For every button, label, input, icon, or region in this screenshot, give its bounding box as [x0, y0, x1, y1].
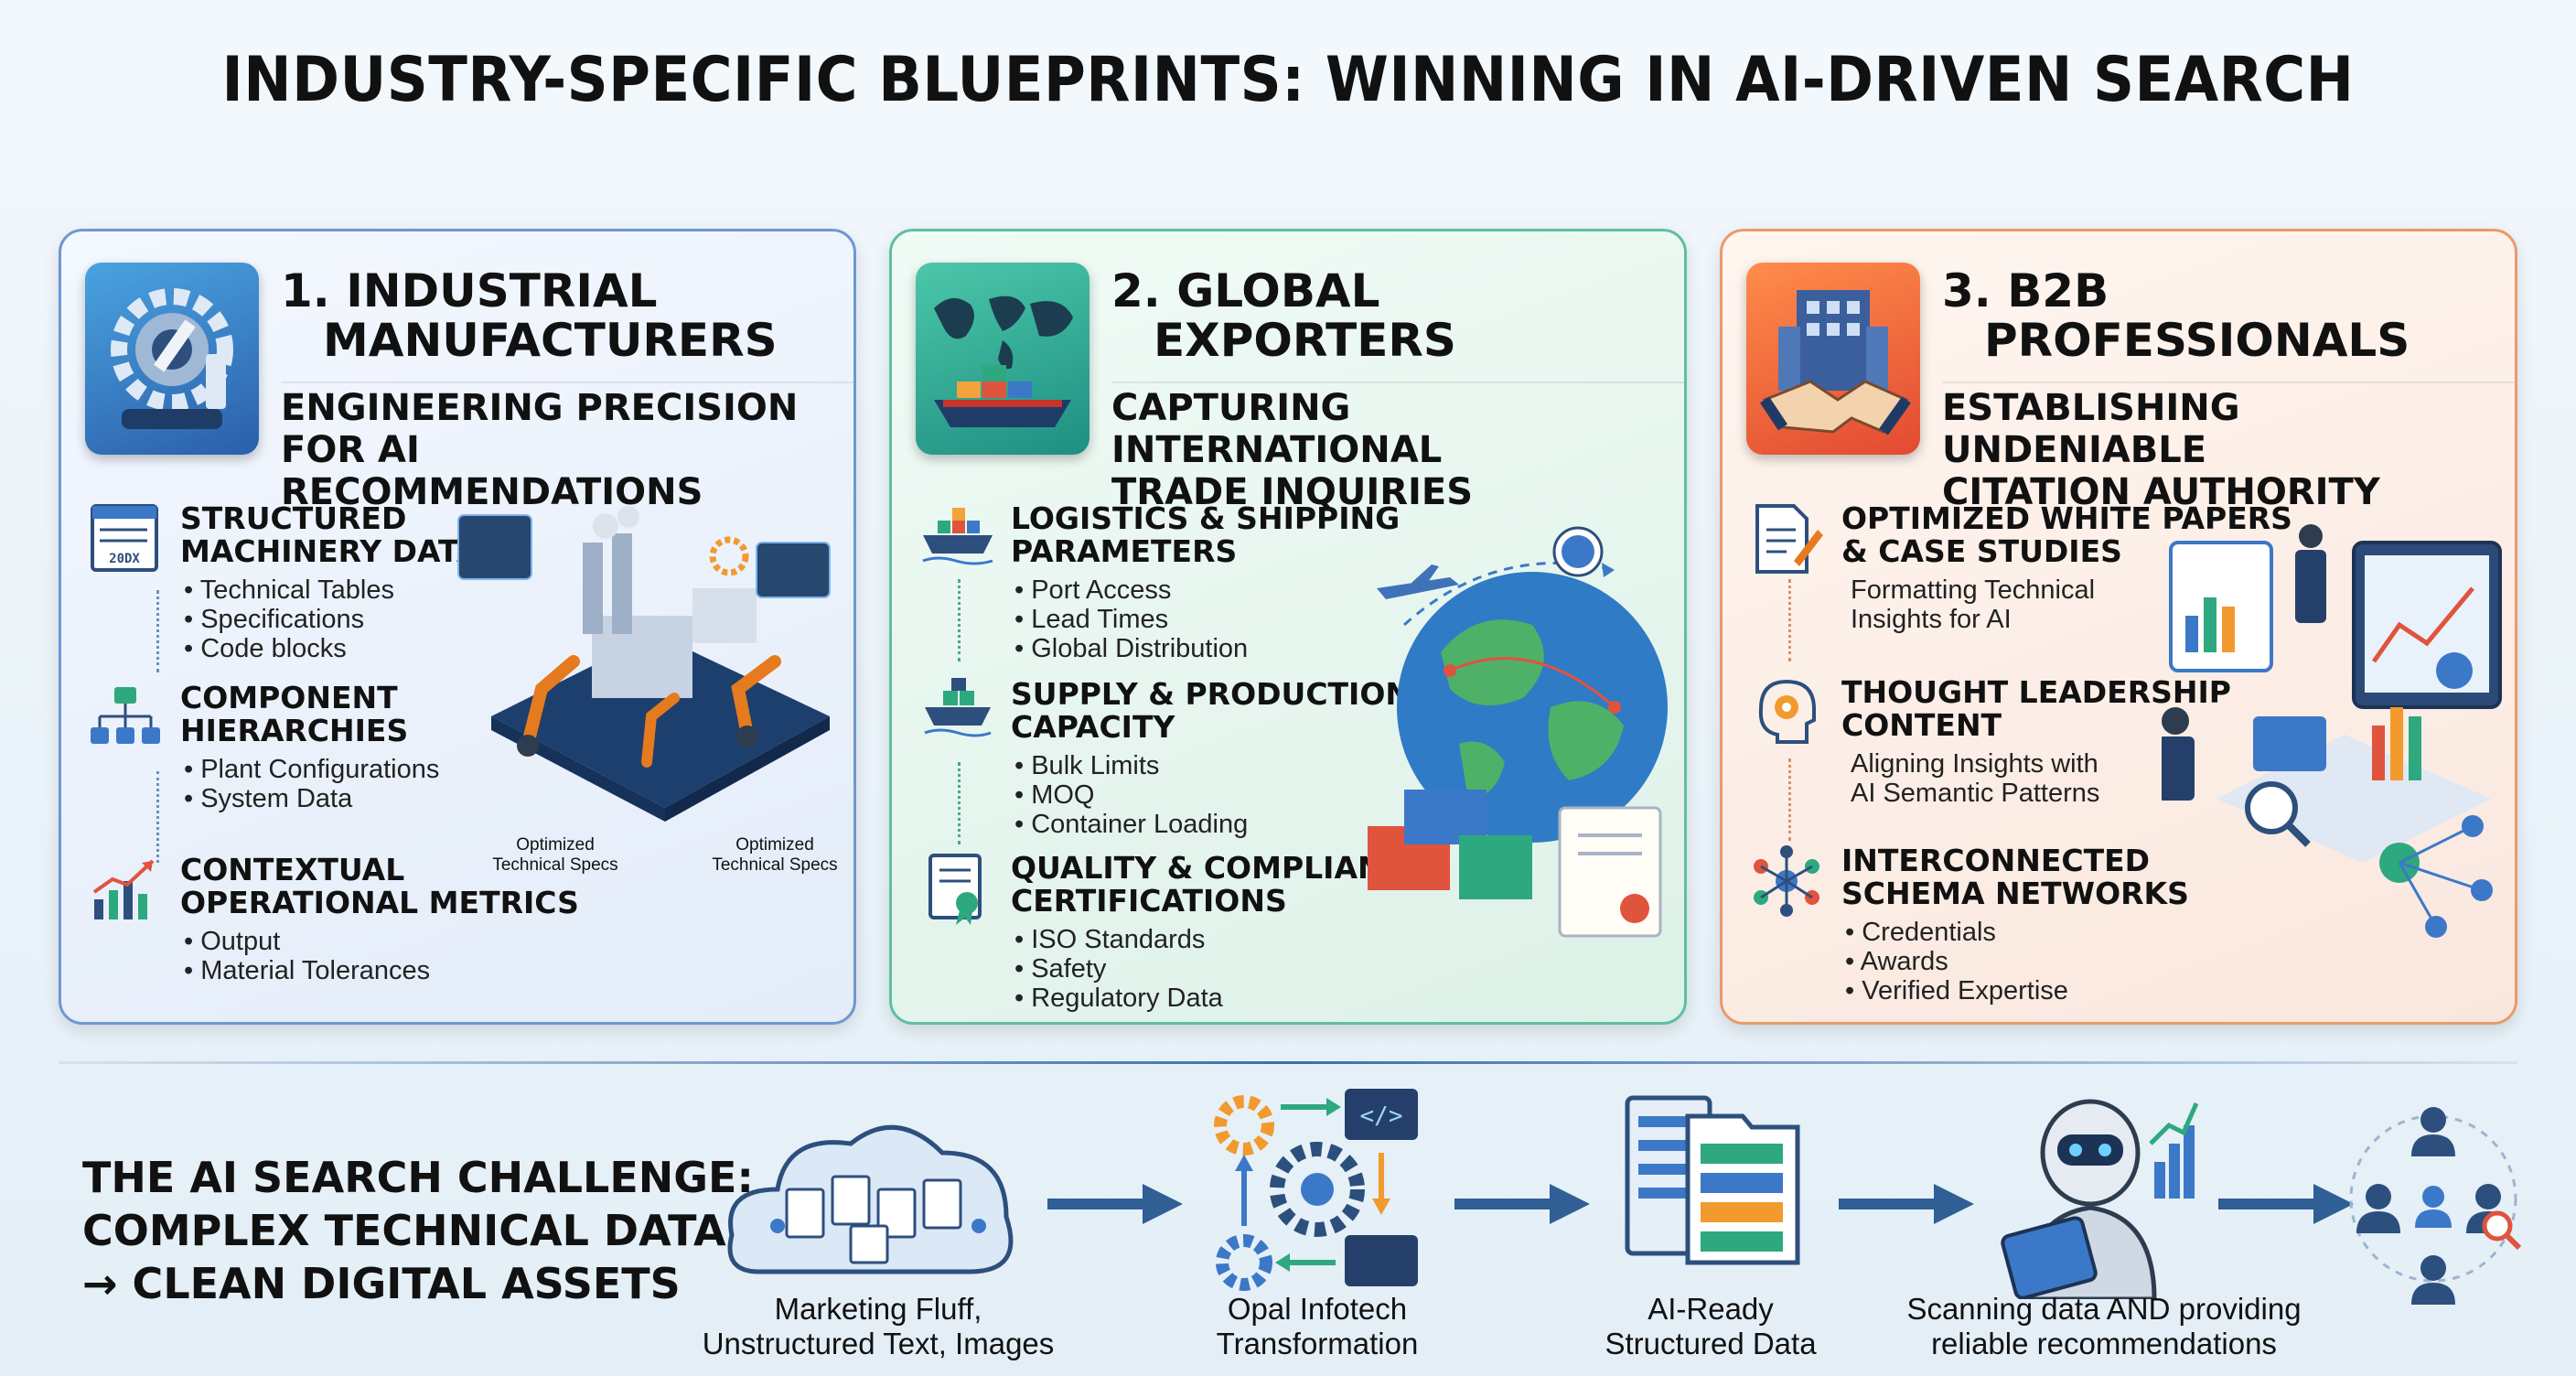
hierarchy-icon — [91, 687, 160, 744]
robot-tablet-icon — [2001, 1099, 2199, 1299]
dotted-connector — [156, 590, 159, 672]
bullet-list: Plant Configurations System Data — [184, 755, 660, 813]
dotted-connector — [1788, 579, 1791, 661]
structured-files-icon — [1625, 1095, 1800, 1265]
flow-arrow-icon — [2218, 1184, 2354, 1224]
flow-arrow-icon — [1047, 1184, 1183, 1224]
people-network-icon — [2349, 1107, 2522, 1305]
flow-label: Marketing Fluff,Unstructured Text, Image… — [702, 1292, 1055, 1360]
supply-ship-icon — [924, 678, 992, 737]
dotted-connector — [958, 579, 961, 661]
data-table-icon: 20DX — [91, 504, 158, 572]
cargo-ship-icon — [922, 508, 993, 565]
analytics-team-illustration — [2162, 524, 2502, 938]
growth-chart-icon — [92, 859, 155, 919]
flow-arrow-icon — [1454, 1184, 1590, 1224]
bullet-list: ISO Standards Safety Regulatory Data — [1014, 925, 1490, 1013]
factory-robot-arms-illustration — [457, 506, 831, 822]
head-gear-icon — [1758, 679, 1816, 744]
item-title: OPTIMIZED WHITE PAPERS& CASE STUDIES — [1841, 500, 2292, 569]
dotted-connector — [1788, 758, 1791, 841]
section-divider — [59, 1061, 2517, 1064]
svg-text:</>: </> — [1360, 1102, 1403, 1130]
challenge-heading: THE AI SEARCH CHALLENGE: COMPLEX TECHNIC… — [82, 1153, 754, 1308]
gear-robot-arm-icon — [85, 263, 259, 455]
table-icon-text: 20DX — [109, 552, 140, 566]
page-title: INDUSTRY-SPECIFIC BLUEPRINTS: WINNING IN… — [221, 44, 2355, 116]
bullet-list: Credentials Awards Verified Expertise — [1845, 918, 2321, 1005]
bullet-list: Port Access Lead Times Global Distributi… — [1014, 575, 1490, 663]
document-pen-icon — [1755, 504, 1823, 574]
building-handshake-icon — [1746, 263, 1920, 455]
network-icon — [1754, 845, 1819, 917]
bullet-list: Bulk Limits MOQ Container Loading — [1014, 751, 1490, 839]
globe-containers-illustration — [1368, 526, 1668, 938]
dotted-connector — [958, 762, 961, 844]
bullet-list: Output Material Tolerances — [184, 927, 660, 985]
cloud-documents-icon — [727, 1124, 1014, 1274]
world-map-ship-icon — [916, 263, 1089, 455]
gears-code-icon: </> — [1214, 1089, 1418, 1291]
flow-arrow-icon — [1839, 1184, 1974, 1224]
certificate-icon — [928, 854, 982, 925]
dotted-connector — [156, 771, 159, 863]
bullet-list: Technical Tables Specifications Code blo… — [184, 575, 660, 663]
